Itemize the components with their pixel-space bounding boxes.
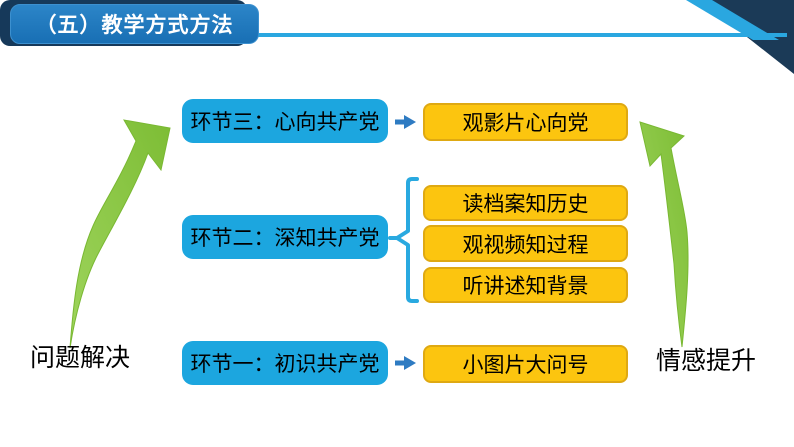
title-banner: （五）教学方式方法 [10,4,259,44]
step-box-3: 环节三：心向共产党 [182,99,388,143]
flow-arrow-row1 [395,115,416,129]
label-problem-solving: 问题解决 [29,345,130,372]
step-box-1: 环节一：初识共产党 [182,341,388,385]
output-box-row1: 小图片大问号 [423,345,628,383]
output-box-row2-a: 读档案知历史 [423,185,628,221]
output-box-row2-c: 听讲述知背景 [423,267,628,303]
left-up-arrow [69,119,171,349]
output-box-row3: 观影片心向党 [423,103,628,141]
right-up-arrow [639,121,689,348]
label-emotion-lifting: 情感提升 [655,348,756,375]
output-box-row2-b: 观视频知过程 [423,225,628,262]
slide-title: （五）教学方式方法 [35,14,234,37]
group-bracket [388,177,419,303]
step-box-2: 环节二：深知共产党 [182,215,388,259]
corner-stripe [686,0,779,40]
flow-arrow-row3 [395,356,416,370]
header-rule [250,33,787,37]
